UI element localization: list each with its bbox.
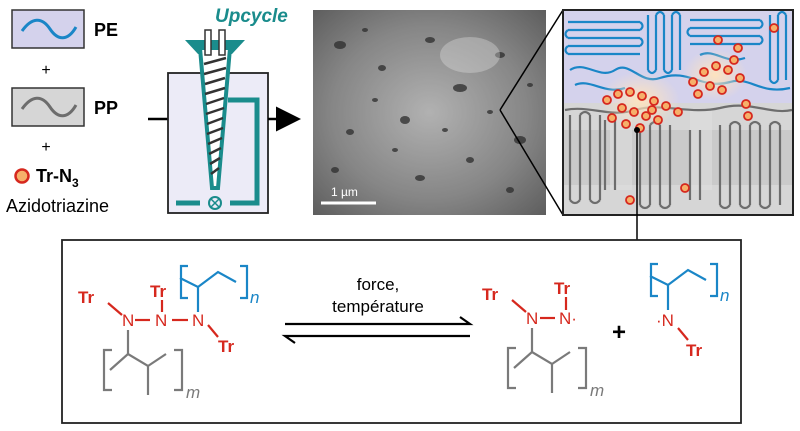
pp-wave-icon bbox=[20, 96, 78, 118]
tem-micrograph: 1 µm bbox=[313, 10, 546, 215]
zoom-line-top bbox=[499, 9, 564, 111]
subscript-n-right: n bbox=[720, 286, 729, 305]
legend: PE + PP + Tr-N3 Azidotriazine bbox=[6, 9, 118, 216]
tr-top-product: Tr bbox=[554, 279, 570, 298]
subscript-m-left: m bbox=[186, 383, 200, 402]
inset-frame bbox=[562, 9, 794, 216]
tr-radical: Tr bbox=[686, 341, 702, 360]
plus-sign-1: + bbox=[41, 62, 50, 79]
plus-sign-products: + bbox=[612, 319, 626, 346]
conditions-line2: température bbox=[332, 297, 424, 316]
reverse-arrow bbox=[281, 334, 470, 344]
right-molecule: Tr Tr N N· m bbox=[482, 279, 604, 400]
reaction-scheme: Tr Tr Tr N N N m n force, température bbox=[61, 239, 742, 424]
azidotriazine-dot-icon bbox=[14, 168, 30, 184]
radical-molecule: ·N Tr n bbox=[649, 262, 729, 360]
pp-label: PP bbox=[94, 98, 118, 118]
recirculation-channel bbox=[228, 97, 260, 206]
conditions-line1: force, bbox=[357, 275, 400, 294]
pe-label: PE bbox=[94, 20, 118, 40]
reaction-box bbox=[61, 239, 742, 424]
pp-chains bbox=[564, 104, 793, 210]
scale-bar-label: 1 µm bbox=[331, 185, 358, 199]
screw-flights bbox=[203, 56, 227, 175]
n3: N bbox=[192, 311, 204, 330]
upcycle-title: Upcycle bbox=[215, 6, 288, 27]
tr-left: Tr bbox=[78, 288, 94, 307]
forward-arrow bbox=[285, 316, 474, 326]
subscript-m-right: m bbox=[590, 381, 604, 400]
subscript-n-left: n bbox=[250, 288, 259, 307]
equilibrium: force, température bbox=[281, 275, 474, 344]
plus-sign-2: + bbox=[41, 139, 50, 156]
n2-radical-product: N· bbox=[559, 309, 577, 328]
n-radical: ·N bbox=[656, 311, 674, 330]
left-molecule: Tr Tr Tr N N N m n bbox=[78, 264, 259, 402]
azidotriazine-label: Azidotriazine bbox=[6, 196, 109, 216]
morphology-inset bbox=[562, 9, 794, 216]
trn3-label: Tr-N3 bbox=[36, 166, 79, 190]
tr-left-product: Tr bbox=[482, 285, 498, 304]
zoom-line-bottom bbox=[499, 109, 564, 216]
trn3-particles bbox=[602, 23, 779, 205]
tr-top: Tr bbox=[150, 282, 166, 301]
tr-right: Tr bbox=[218, 337, 234, 356]
pe-wave-icon bbox=[20, 18, 78, 40]
extruder-diagram: Upcycle bbox=[167, 6, 288, 214]
n1-product: N bbox=[526, 309, 538, 328]
n1: N bbox=[122, 311, 134, 330]
n2: N bbox=[155, 311, 167, 330]
